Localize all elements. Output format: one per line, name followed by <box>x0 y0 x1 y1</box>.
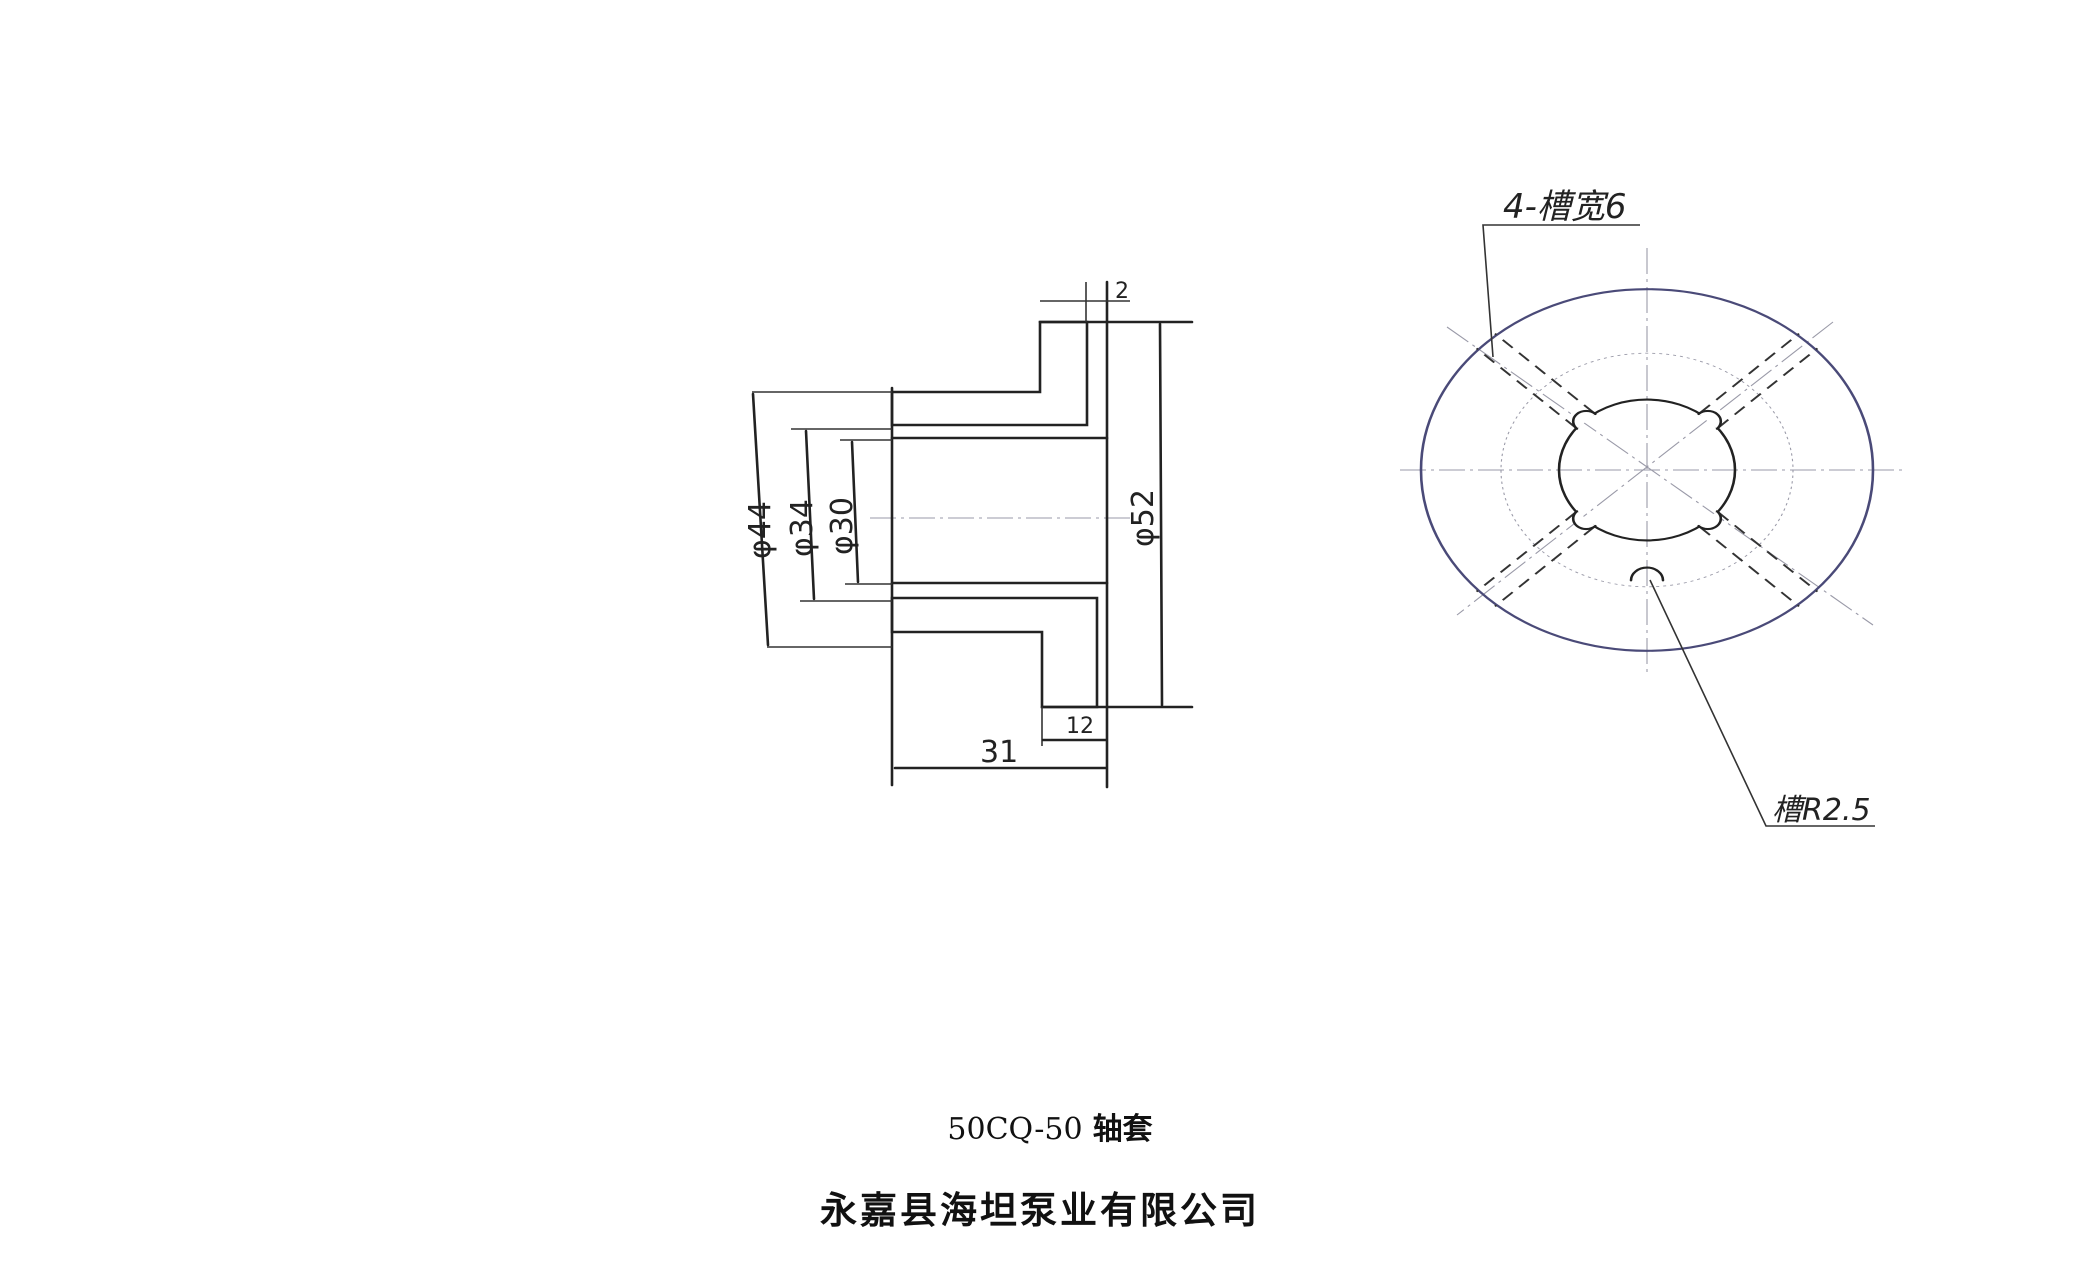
dimension-d44: φ44 <box>743 391 892 648</box>
dimension-d34: φ34 <box>785 428 892 602</box>
diagonal-centerline <box>1446 326 1874 626</box>
part-name: 轴套 <box>1092 1112 1153 1147</box>
section-view: φ44 φ34 φ30 φ52 2 <box>743 279 1194 789</box>
dim-31-label: 31 <box>980 735 1018 770</box>
dim-12-label: 12 <box>1066 714 1094 739</box>
dimension-flange-thickness: 12 <box>1041 707 1108 746</box>
dim-d44-label: φ44 <box>743 501 778 559</box>
bore-circle <box>1557 398 1737 542</box>
dimension-flange-gap: 2 <box>1040 279 1130 322</box>
lower-hatched-section <box>890 596 1099 709</box>
dim-d52-label: φ52 <box>1126 489 1161 547</box>
dim-d30-label: φ30 <box>825 497 860 555</box>
dimension-d30: φ30 <box>825 439 892 585</box>
model-number: 50CQ-50 <box>947 1112 1083 1147</box>
slot-width-callout: 4-槽宽6 <box>1482 187 1640 358</box>
groove-r25 <box>1629 566 1665 582</box>
slot-lines <box>1475 333 1819 607</box>
middle-circle-d44 <box>1500 352 1794 588</box>
company-name: 永嘉县海坦泵业有限公司 <box>820 1189 1260 1232</box>
end-view: 4-槽宽6 槽R2.5 <box>1400 187 1905 828</box>
diagonal-centerline <box>1456 321 1834 616</box>
dim-gap-label: 2 <box>1115 279 1129 304</box>
dimension-d52: φ52 <box>1126 322 1164 707</box>
groove-note: 槽R2.5 <box>1772 793 1871 828</box>
dimension-length: 31 <box>893 735 1108 770</box>
outer-circle-d52 <box>1419 288 1875 652</box>
dim-d34-label: φ34 <box>785 499 820 557</box>
upper-hatched-section <box>890 320 1089 427</box>
bore-notches <box>1571 409 1723 531</box>
groove-callout: 槽R2.5 <box>1649 579 1875 828</box>
slot-width-note: 4-槽宽6 <box>1503 187 1627 227</box>
part-title: 50CQ-50 轴套 <box>0 1104 2100 1148</box>
